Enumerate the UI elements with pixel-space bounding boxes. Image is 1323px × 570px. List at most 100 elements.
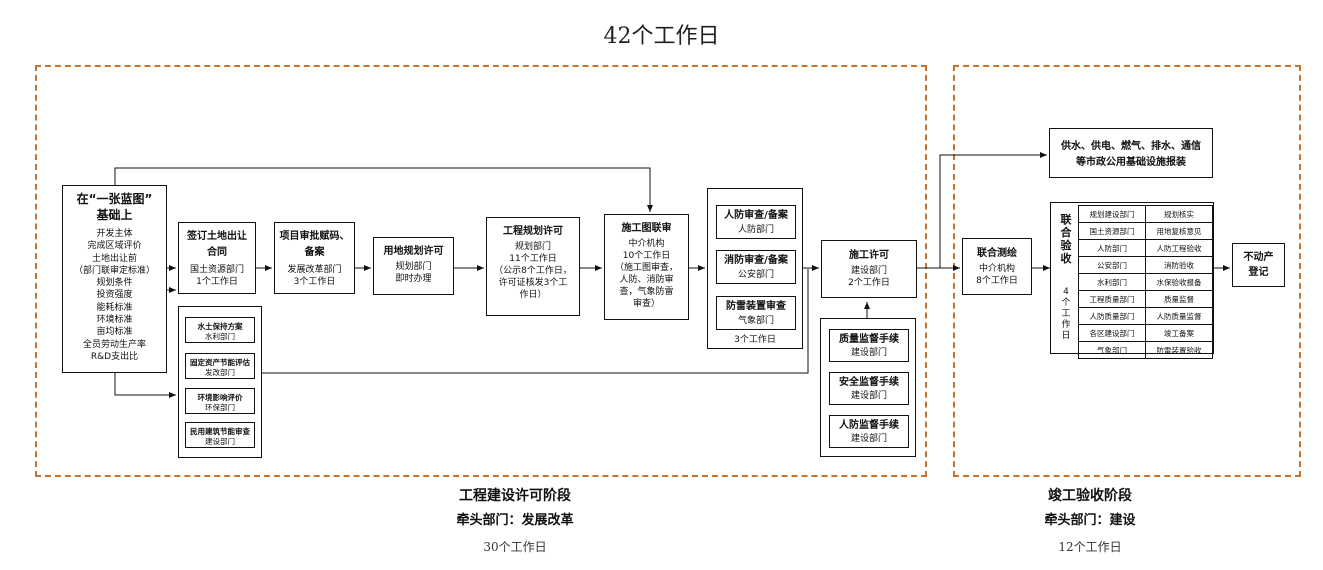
acceptance-days-char: 工 xyxy=(1061,309,1071,319)
review-title: 人防审查/备案 xyxy=(724,210,788,221)
joint-acceptance-box: 联 合 验 收 4 个 工 作 日 规划建设部门规划核实 国土资源部门用地复核意… xyxy=(1050,202,1214,359)
right-phase-lead: 牵头部门：建设 xyxy=(1044,513,1136,528)
engineering-planning-box: 工程规划许可 规划部门 11个工作日 （公示8个工作日， 许可证核发3个工 作日… xyxy=(486,217,580,316)
right-phase-footer: 竣工验收阶段 牵头部门：建设 12个工作日 xyxy=(990,486,1190,556)
engplan-title: 工程规划许可 xyxy=(503,226,563,237)
table-row: 水利部门水保验收报备 xyxy=(1078,273,1213,291)
acceptance-dept-cell: 各区建设部门 xyxy=(1078,324,1146,342)
drawing-note4: 审查） xyxy=(632,299,660,309)
table-row: 规划建设部门规划核实 xyxy=(1078,205,1213,223)
start-title-line2: 基础上 xyxy=(96,208,133,222)
drawing-title: 施工图联审 xyxy=(621,223,672,234)
permit-dept: 建设部门 xyxy=(850,266,887,276)
acceptance-days-char: 个 xyxy=(1061,298,1071,308)
survey-title: 联合测绘 xyxy=(977,248,1017,259)
start-item: （部门联审定标准） xyxy=(73,265,155,276)
acceptance-title: 联 合 验 收 xyxy=(1053,213,1079,265)
landplan-dept: 规划部门 xyxy=(395,262,432,272)
project-dept: 发展改革部门 xyxy=(287,265,342,275)
acceptance-days-char: 日 xyxy=(1061,331,1071,341)
review-item: 防雷装置审查 气象部门 xyxy=(716,296,796,330)
land-planning-box: 用地规划许可 规划部门 即时办理 xyxy=(373,237,454,295)
parallel-assessments-box: 水土保持方案 水利部门 固定资产节能评估 发改部门 环境影响评价 环保部门 民用… xyxy=(178,306,262,458)
acceptance-dept-cell: 规划建设部门 xyxy=(1078,205,1146,223)
start-item: R&D支出比 xyxy=(90,351,139,362)
permit-title: 施工许可 xyxy=(849,250,889,261)
acceptance-title-char: 联 xyxy=(1060,213,1072,226)
assessment-title: 环境影响评价 xyxy=(197,393,243,402)
start-item: 完成区域评价 xyxy=(87,241,142,252)
start-box: 在“一张蓝图” 基础上 开发主体 完成区域评价 土地出让前 （部门联审定标准） … xyxy=(62,185,167,373)
assessment-item: 民用建筑节能审查 建设部门 xyxy=(185,422,255,448)
right-phase-name: 竣工验收阶段 xyxy=(1048,488,1132,504)
drawing-review-box: 施工图联审 中介机构 10个工作日 （施工图审查， 人防、消防审 查，气象防雷 … xyxy=(604,214,689,320)
review-title: 消防审查/备案 xyxy=(724,255,788,266)
project-title-line2: 备案 xyxy=(304,247,325,258)
supervision-dept: 建设部门 xyxy=(850,434,887,444)
acceptance-item-cell: 人防质量监督 xyxy=(1145,307,1213,325)
land-contract-box: 签订土地出让 合同 国土资源部门 1个工作日 xyxy=(178,222,256,294)
property-registration-box: 不动产 登记 xyxy=(1232,243,1285,287)
utilities-line2: 等市政公用基础设施报装 xyxy=(1076,157,1186,168)
supervision-title: 人防监督手续 xyxy=(839,420,899,431)
assessment-title: 水土保持方案 xyxy=(197,322,243,331)
assessment-title: 固定资产节能评估 xyxy=(190,358,250,367)
supervision-title: 安全监督手续 xyxy=(839,377,899,388)
review-dept: 公安部门 xyxy=(737,270,774,280)
start-item: 环境标准 xyxy=(96,315,133,326)
drawing-dept: 中介机构 xyxy=(628,239,665,249)
assessment-dept: 水利部门 xyxy=(205,332,235,341)
assessment-item: 固定资产节能评估 发改部门 xyxy=(185,353,255,379)
utilities-box: 供水、供电、燃气、排水、通信 等市政公用基础设施报装 xyxy=(1049,128,1213,178)
assessment-dept: 环保部门 xyxy=(205,403,235,412)
project-title-line1: 项目审批赋码、 xyxy=(279,231,350,242)
acceptance-dept-cell: 气象部门 xyxy=(1078,341,1146,359)
table-row: 公安部门消防验收 xyxy=(1078,256,1213,274)
assessment-item: 水土保持方案 水利部门 xyxy=(185,317,255,343)
assessment-item: 环境影响评价 环保部门 xyxy=(185,388,255,414)
survey-dept: 中介机构 xyxy=(978,264,1015,274)
acceptance-dept-cell: 水利部门 xyxy=(1078,273,1146,291)
supervision-item: 人防监督手续 建设部门 xyxy=(829,415,909,448)
phase-frame-completion-acceptance xyxy=(953,65,1301,477)
acceptance-days-char: 4 xyxy=(1063,287,1069,297)
drawing-note3: 查，气象防雷 xyxy=(619,287,674,297)
total-days-title: 42个工作日 xyxy=(603,24,720,49)
survey-days: 8个工作日 xyxy=(976,276,1018,286)
engplan-note1: （公示8个工作日， xyxy=(494,266,572,276)
reviews-days: 3个工作日 xyxy=(734,335,776,345)
engplan-note3: 作日） xyxy=(519,290,547,300)
table-row: 工程质量部门质量监督 xyxy=(1078,290,1213,308)
supervision-box: 质量监督手续 建设部门 安全监督手续 建设部门 人防监督手续 建设部门 xyxy=(820,318,916,457)
acceptance-title-char: 收 xyxy=(1060,252,1072,265)
landplan-title: 用地规划许可 xyxy=(383,246,444,257)
utilities-line1: 供水、供电、燃气、排水、通信 xyxy=(1061,141,1201,152)
acceptance-dept-cell: 人防部门 xyxy=(1078,239,1146,257)
acceptance-dept-cell: 公安部门 xyxy=(1078,256,1146,274)
acceptance-item-cell: 竣工备案 xyxy=(1145,324,1213,342)
review-title: 防雷装置审查 xyxy=(726,301,786,312)
acceptance-days: 4 个 工 作 日 xyxy=(1053,287,1079,342)
review-dept: 气象部门 xyxy=(737,316,774,326)
start-item: 规划条件 xyxy=(96,278,133,289)
assessment-title: 民用建筑节能审查 xyxy=(190,427,250,436)
project-days: 3个工作日 xyxy=(293,277,336,287)
acceptance-item-cell: 消防验收 xyxy=(1145,256,1213,274)
table-row: 气象部门防雷装置验收 xyxy=(1078,341,1213,359)
table-row: 各区建设部门竣工备案 xyxy=(1078,324,1213,342)
acceptance-item-cell: 水保验收报备 xyxy=(1145,273,1213,291)
engplan-days: 11个工作日 xyxy=(509,254,557,264)
registration-line2: 登记 xyxy=(1248,267,1269,278)
assessment-dept: 发改部门 xyxy=(205,368,235,377)
review-item: 消防审查/备案 公安部门 xyxy=(716,250,796,284)
review-item: 人防审查/备案 人防部门 xyxy=(716,205,796,239)
left-phase-days: 30个工作日 xyxy=(483,540,547,554)
review-dept: 人防部门 xyxy=(737,225,774,235)
table-row: 人防部门人防工程验收 xyxy=(1078,239,1213,257)
land-days: 1个工作日 xyxy=(196,277,238,287)
right-phase-days: 12个工作日 xyxy=(1058,540,1122,554)
registration-line1: 不动产 xyxy=(1243,252,1274,263)
acceptance-dept-cell: 国土资源部门 xyxy=(1078,222,1146,240)
landplan-note: 即时办理 xyxy=(395,274,432,284)
assessment-dept: 建设部门 xyxy=(205,437,235,446)
